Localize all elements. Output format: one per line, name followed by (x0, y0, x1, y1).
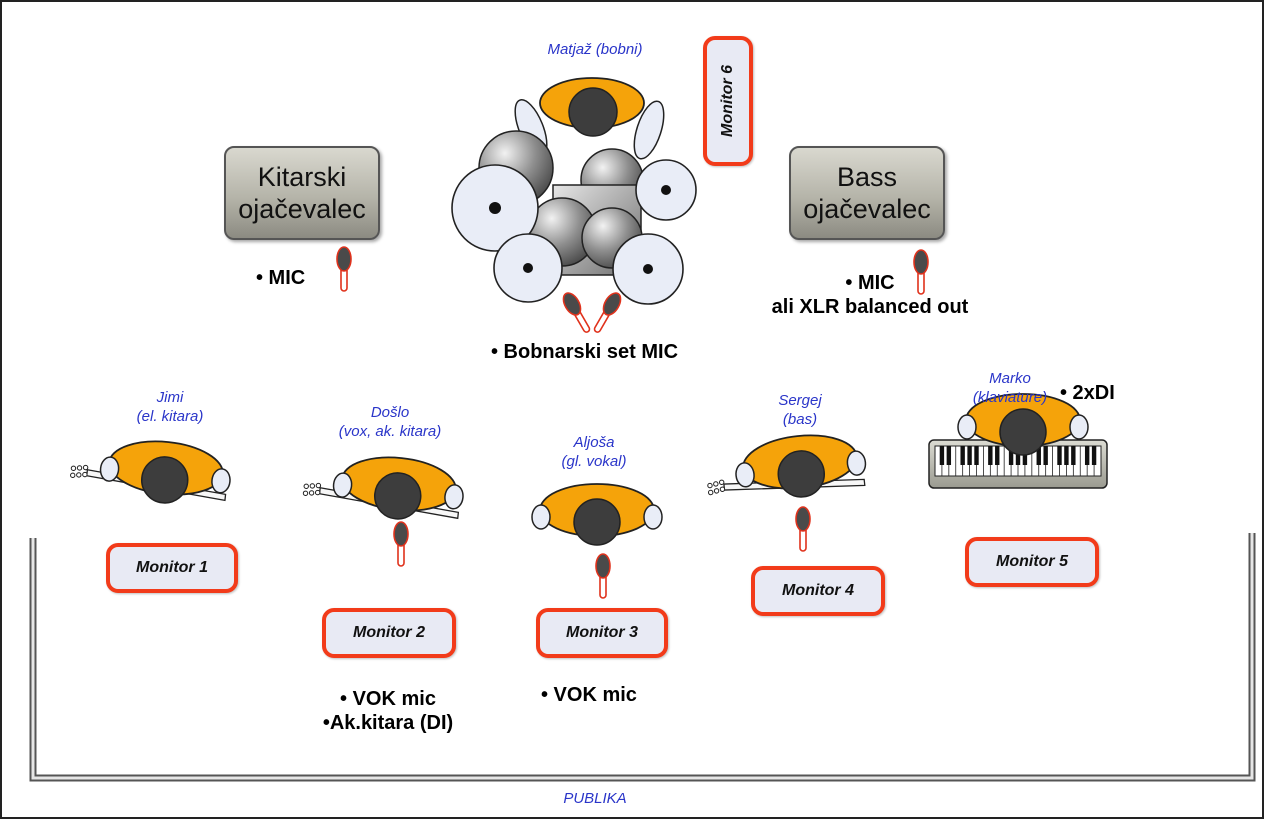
aljosa-figure (531, 483, 663, 546)
audience-label: PUBLIKA (563, 790, 627, 807)
guitar-amp-mic-icon (336, 246, 352, 292)
guitar-amp-label-2: ojačevalec (238, 194, 366, 224)
drum-mic-note: • Bobnarski set MIC (491, 341, 679, 363)
jimi-name: Jimi (el. kitara) (136, 389, 204, 425)
guitar-amplifier: Kitarski ojačevalec (224, 146, 380, 240)
aljosa-vok-note: • VOK mic (541, 684, 637, 706)
monitor-1: Monitor 1 (106, 543, 238, 593)
doslo-ak-note: •Ak.kitara (DI) (322, 712, 454, 734)
monitor-6: Monitor 6 (703, 36, 753, 166)
bass-amp-mic-note: • MIC (845, 272, 895, 294)
monitor-1-label: Monitor 1 (136, 559, 208, 576)
monitor-4-label: Monitor 4 (782, 582, 854, 599)
guitar-amp-label-1: Kitarski (257, 162, 347, 192)
monitor-3: Monitor 3 (536, 608, 668, 658)
marko-name: Marko (klaviature) (972, 370, 1048, 406)
bass-amp-label-1: Bass (836, 162, 898, 192)
monitor-2-label: Monitor 2 (353, 624, 425, 641)
jimi-figure (68, 434, 235, 511)
keyboard (928, 439, 1108, 489)
monitor-6-label: Monitor 6 (719, 65, 736, 137)
keys-di-note: • 2xDI (1060, 382, 1115, 404)
sergej-name: Sergej (bas) (778, 392, 822, 428)
bass-amp-label-2: ojačevalec (803, 194, 931, 224)
aljosa-mic-icon (595, 553, 611, 599)
doslo-vok-note: • VOK mic (340, 688, 436, 710)
monitor-3-label: Monitor 3 (566, 624, 638, 641)
monitor-4: Monitor 4 (751, 566, 885, 616)
doslo-mic-icon (393, 521, 409, 567)
sergej-figure (706, 428, 870, 505)
bass-amplifier: Bass ojačevalec (789, 146, 945, 240)
doslo-figure (301, 450, 468, 527)
guitar-amp-mic-note: • MIC (256, 267, 306, 289)
drum-kit (451, 77, 697, 337)
monitor-2: Monitor 2 (322, 608, 456, 658)
monitor-5-label: Monitor 5 (996, 553, 1068, 570)
doslo-name: Došlo (vox, ak. kitara) (338, 404, 442, 440)
bass-amp-alt-note: ali XLR balanced out (771, 296, 969, 318)
drummer-name: Matjaž (bobni) (547, 41, 643, 58)
sergej-mic-icon (795, 506, 811, 552)
aljosa-name: Aljoša (gl. vokal) (561, 434, 627, 470)
monitor-5: Monitor 5 (965, 537, 1099, 587)
drummer-head (568, 87, 618, 137)
